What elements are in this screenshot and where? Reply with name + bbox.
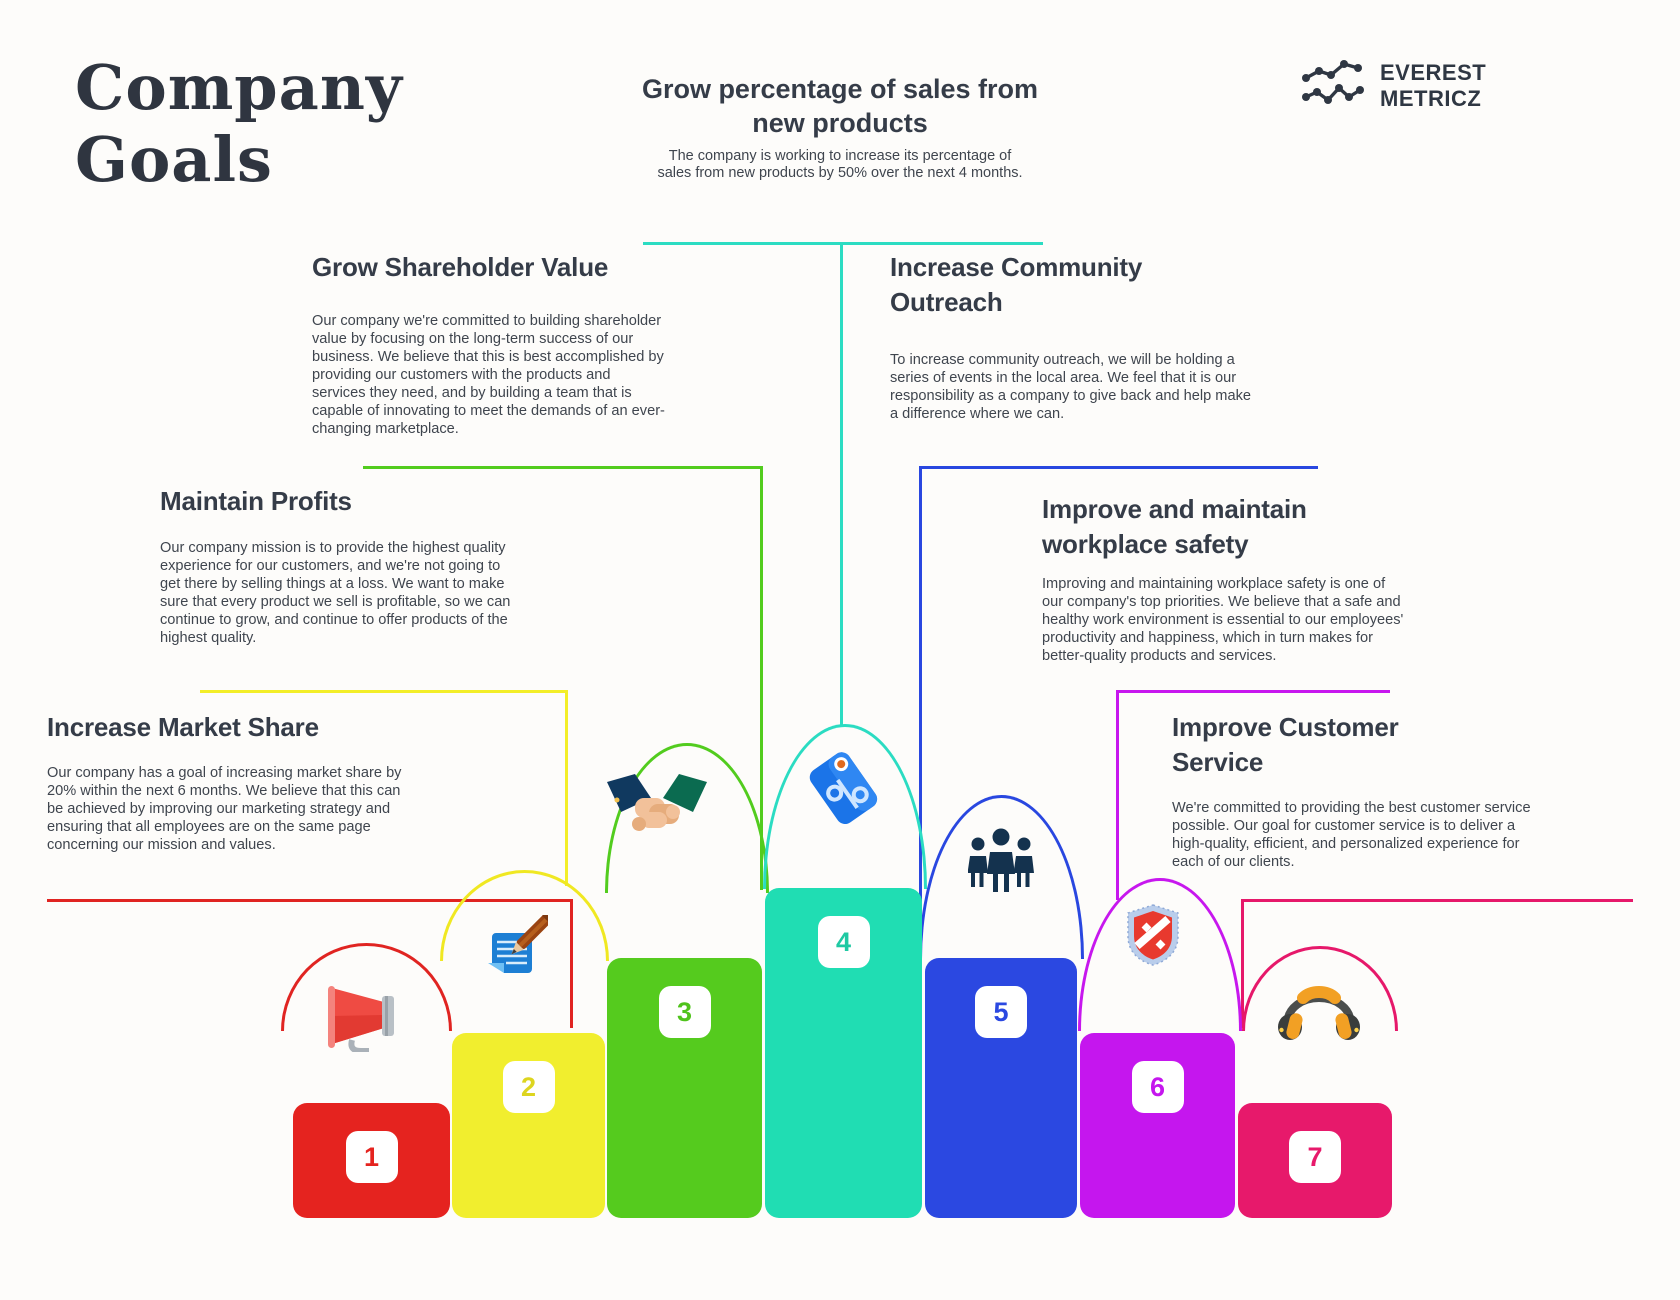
section-heading-customer-service: Improve Customer Service: [1172, 712, 1399, 777]
price-tag-icon: [804, 748, 884, 835]
goal-bar-3: 3: [607, 958, 762, 1218]
goal-bar-2: 2: [452, 1033, 605, 1218]
connector-purple-vertical: [1116, 690, 1119, 900]
section-heading-workplace-safety: Improve and maintain workplace safety: [1042, 494, 1307, 559]
headphones-icon: [1275, 975, 1363, 1048]
megaphone-icon: [322, 984, 414, 1057]
goal-bar-5: 5: [925, 958, 1077, 1218]
shield-icon: [1123, 903, 1183, 972]
connector-purple-horizontal: [1116, 690, 1390, 693]
section-body-market-share: Our company has a goal of increasing mar…: [47, 765, 402, 853]
section-body-customer-service: We're committed to providing the best cu…: [1172, 800, 1531, 870]
top-goal-body: The company is working to increase its p…: [657, 148, 1023, 181]
section-heading-community-outreach: Increase Community Outreach: [890, 252, 1143, 317]
goal-number-badge: 3: [658, 986, 711, 1038]
section-body-shareholder-value: Our company we're committed to building …: [312, 313, 665, 437]
section-heading-shareholder-value: Grow Shareholder Value: [312, 252, 609, 282]
connector-teal-horizontal: [643, 242, 1043, 245]
connector-yellow-vertical: [565, 690, 568, 886]
connector-yellow-horizontal: [200, 690, 568, 693]
connector-pink-vertical: [1241, 899, 1244, 1028]
line-chart-logo-icon: [1300, 57, 1368, 116]
goal-bar-7: 7: [1238, 1103, 1392, 1218]
logo-text: EVEREST METRICZ: [1380, 60, 1486, 112]
goal-number-badge: 5: [975, 986, 1027, 1038]
connector-blue-horizontal: [919, 466, 1318, 469]
goal-bar-1: 1: [293, 1103, 450, 1218]
section-body-community-outreach: To increase community outreach, we will …: [890, 352, 1251, 422]
section-heading-market-share: Increase Market Share: [47, 712, 319, 742]
top-goal-heading: Grow percentage of sales from new produc…: [641, 74, 1039, 138]
page-title: Company Goals: [75, 51, 403, 196]
section-body-workplace-safety: Improving and maintaining workplace safe…: [1042, 576, 1404, 664]
connector-green-horizontal: [363, 466, 763, 469]
note-pencil-icon: [482, 912, 554, 988]
connector-blue-vertical: [919, 466, 922, 940]
connector-pink-horizontal: [1241, 899, 1633, 902]
logo-line1: EVEREST: [1380, 60, 1487, 85]
connector-red-horizontal: [47, 899, 573, 902]
logo: EVEREST METRICZ: [1300, 58, 1500, 114]
connector-teal-vertical: [840, 242, 843, 726]
goal-bar-4: 4: [765, 888, 922, 1218]
goal-number-badge: 1: [345, 1131, 398, 1183]
goal-bar-6: 6: [1080, 1033, 1235, 1218]
people-icon: [967, 828, 1034, 903]
goal-number-badge: 6: [1131, 1061, 1184, 1113]
handshake-icon: [605, 772, 709, 857]
connector-red-vertical: [570, 899, 573, 1028]
logo-line2: METRICZ: [1380, 86, 1482, 111]
goal-number-badge: 7: [1289, 1131, 1341, 1183]
goal-number-badge: 4: [817, 916, 870, 968]
connector-green-vertical: [760, 466, 763, 890]
section-heading-maintain-profits: Maintain Profits: [160, 486, 352, 516]
goal-number-badge: 2: [502, 1061, 555, 1113]
section-body-maintain-profits: Our company mission is to provide the hi…: [160, 540, 511, 646]
